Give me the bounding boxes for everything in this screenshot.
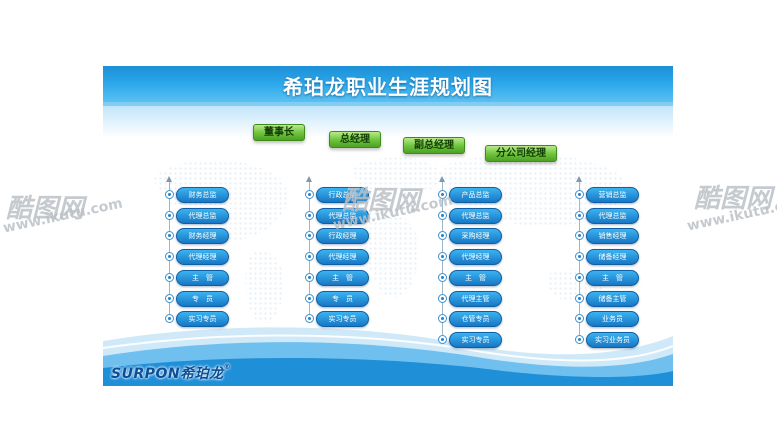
career-node-icon [165,314,174,324]
level-deputy-general-manager: 副总经理 [403,137,465,154]
career-node-icon [305,252,314,262]
position-sales: 实习业务员 [586,331,639,348]
career-node-icon [165,231,174,241]
level-branch-manager: 分公司经理 [485,145,557,162]
career-node-icon [305,190,314,199]
position-product: 实习专员 [449,331,502,348]
career-node-icon [438,231,447,241]
axis-arrow-icon [306,176,312,182]
banner-fade [103,102,673,138]
career-node-icon [438,334,447,344]
career-axis-line [579,181,580,344]
position-finance: 专 员 [176,290,229,307]
position-admin: 实习专员 [316,311,369,328]
career-node-icon [575,334,584,344]
career-node-icon [305,210,314,220]
axis-arrow-icon [576,176,582,182]
career-node-icon [165,190,174,199]
position-admin: 行政总监 [316,187,369,203]
position-sales: 主 管 [586,269,639,286]
axis-arrow-icon [166,176,172,182]
career-node-icon [575,272,584,282]
page-title: 希珀龙职业生涯规划图 [283,75,493,99]
career-node-icon [575,210,584,220]
title-banner [103,66,673,106]
position-sales: 业务员 [586,311,639,328]
position-admin: 代理经理 [316,249,369,266]
position-finance: 主 管 [176,269,229,286]
watermark-url: www.ikutu.com [685,193,777,235]
position-sales: 代理总监 [586,207,639,224]
level-general-manager: 总经理 [329,131,381,148]
axis-arrow-icon [439,176,445,182]
position-sales: 储备主管 [586,290,639,307]
position-admin: 专 员 [316,290,369,307]
position-finance: 财务总监 [176,187,229,203]
career-node-icon [305,231,314,241]
position-admin: 行政经理 [316,228,369,245]
career-axis-line [442,181,443,344]
position-product: 采购经理 [449,228,502,245]
position-finance: 代理总监 [176,207,229,224]
position-finance: 实习专员 [176,311,229,328]
level-chairman: 董事长 [253,124,305,141]
brand-logo-text: SURPON希珀龙 [111,366,224,382]
career-node-icon [165,210,174,220]
career-node-icon [575,252,584,262]
career-node-icon [575,293,584,303]
watermark-brand: 酷图网 [694,184,773,214]
career-node-icon [438,272,447,282]
career-node-icon [575,231,584,241]
position-product: 产品总监 [449,187,502,203]
career-node-icon [438,314,447,324]
position-admin: 代理总监 [316,207,369,224]
career-node-icon [575,314,584,324]
career-node-icon [165,272,174,282]
career-board: 希珀龙职业生涯规划图 SURPON希珀龙® [103,66,673,386]
position-finance: 代理经理 [176,249,229,266]
career-node-icon [165,252,174,262]
position-sales: 营销总监 [586,187,639,203]
position-product: 代理总监 [449,207,502,224]
career-node-icon [438,190,447,199]
position-product: 主 管 [449,269,502,286]
career-node-icon [305,314,314,324]
position-admin: 主 管 [316,269,369,286]
career-node-icon [305,293,314,303]
position-product: 仓管专员 [449,311,502,328]
position-product: 代理经理 [449,249,502,266]
bottom-wave [103,327,673,386]
brand-logo: SURPON希珀龙® [111,363,231,383]
position-sales: 销售经理 [586,228,639,245]
career-node-icon [438,293,447,303]
watermark-brand: 酷图网 [6,194,85,224]
career-node-icon [438,252,447,262]
brand-reg-mark: ® [223,363,232,371]
position-finance: 财务经理 [176,228,229,245]
career-node-icon [305,272,314,282]
career-node-icon [165,293,174,303]
position-product: 代理主管 [449,290,502,307]
career-node-icon [575,190,584,199]
position-sales: 储备经理 [586,249,639,266]
career-node-icon [438,210,447,220]
